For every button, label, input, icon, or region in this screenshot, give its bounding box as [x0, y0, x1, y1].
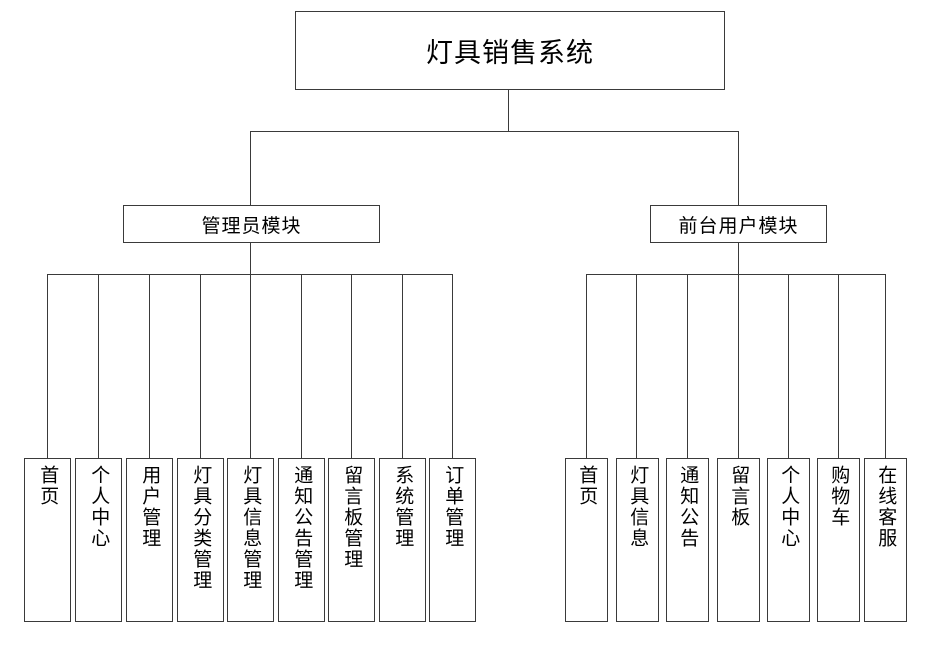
leaf-node-user-message-board-label: 留言板 — [728, 465, 750, 528]
leaf-node-user-online-service-label: 在线客服 — [875, 465, 897, 549]
leaf-node-admin-system-management[interactable]: 系统管理 — [379, 458, 426, 622]
leaf-node-user-home-label: 首页 — [576, 465, 598, 507]
connector-root-stem — [508, 90, 509, 131]
connector-user-drop-1 — [586, 274, 587, 458]
leaf-node-admin-lamp-category-management-label: 灯具分类管理 — [190, 465, 212, 591]
leaf-node-admin-announcement-management-label: 通知公告管理 — [291, 465, 313, 591]
connector-user-drop-2 — [636, 274, 637, 458]
connector-user-drop-6 — [838, 274, 839, 458]
leaf-node-admin-home-label: 首页 — [37, 465, 59, 507]
leaf-node-admin-announcement-management[interactable]: 通知公告管理 — [278, 458, 325, 622]
connector-admin-drop-1 — [47, 274, 48, 458]
leaf-node-admin-home[interactable]: 首页 — [24, 458, 71, 622]
connector-admin-drop-3 — [149, 274, 150, 458]
leaf-node-user-home[interactable]: 首页 — [565, 458, 608, 622]
leaf-node-admin-order-management-label: 订单管理 — [442, 465, 464, 549]
leaf-node-admin-order-management[interactable]: 订单管理 — [429, 458, 476, 622]
leaf-node-user-personal-center-label: 个人中心 — [778, 465, 800, 549]
connector-user-drop-3 — [687, 274, 688, 458]
connector-user-drop-7 — [885, 274, 886, 458]
connector-level1-bus — [250, 131, 739, 132]
leaf-node-admin-user-management-label: 用户管理 — [139, 465, 161, 549]
connector-admin-drop-8 — [402, 274, 403, 458]
leaf-node-user-announcement[interactable]: 通知公告 — [666, 458, 709, 622]
leaf-node-user-online-service[interactable]: 在线客服 — [864, 458, 907, 622]
connector-to-user-module — [738, 131, 739, 205]
connector-user-stem — [738, 243, 739, 274]
connector-admin-drop-7 — [351, 274, 352, 458]
connector-user-drop-5 — [788, 274, 789, 458]
connector-user-leaf-bus — [586, 274, 885, 275]
connector-admin-drop-6 — [301, 274, 302, 458]
leaf-node-admin-personal-center-label: 个人中心 — [88, 465, 110, 549]
leaf-node-user-lamp-info-label: 灯具信息 — [627, 465, 649, 549]
leaf-node-admin-message-board-management-label: 留言板管理 — [341, 465, 363, 570]
leaf-node-user-shopping-cart[interactable]: 购物车 — [817, 458, 860, 622]
leaf-node-user-personal-center[interactable]: 个人中心 — [767, 458, 810, 622]
leaf-node-admin-lamp-category-management[interactable]: 灯具分类管理 — [177, 458, 224, 622]
connector-admin-stem — [250, 243, 251, 274]
leaf-node-admin-message-board-management[interactable]: 留言板管理 — [328, 458, 375, 622]
connector-admin-drop-5 — [250, 274, 251, 458]
module-node-user[interactable]: 前台用户模块 — [650, 205, 827, 243]
leaf-node-user-announcement-label: 通知公告 — [677, 465, 699, 549]
leaf-node-user-message-board[interactable]: 留言板 — [717, 458, 760, 622]
leaf-node-admin-user-management[interactable]: 用户管理 — [126, 458, 173, 622]
root-node-lamp-sales-system[interactable]: 灯具销售系统 — [295, 11, 725, 90]
connector-admin-leaf-bus — [47, 274, 452, 275]
root-node-label: 灯具销售系统 — [426, 38, 594, 68]
connector-admin-drop-2 — [98, 274, 99, 458]
connector-to-admin-module — [250, 131, 251, 205]
leaf-node-admin-system-management-label: 系统管理 — [392, 465, 414, 549]
leaf-node-admin-lamp-info-management-label: 灯具信息管理 — [240, 465, 262, 591]
leaf-node-user-lamp-info[interactable]: 灯具信息 — [616, 458, 659, 622]
leaf-node-admin-personal-center[interactable]: 个人中心 — [75, 458, 122, 622]
module-node-user-label: 前台用户模块 — [678, 215, 799, 237]
connector-admin-drop-9 — [452, 274, 453, 458]
leaf-node-admin-lamp-info-management[interactable]: 灯具信息管理 — [227, 458, 274, 622]
connector-admin-drop-4 — [200, 274, 201, 458]
connector-user-drop-4 — [738, 274, 739, 458]
module-node-admin-label: 管理员模块 — [201, 215, 302, 237]
leaf-node-user-shopping-cart-label: 购物车 — [828, 465, 850, 528]
module-node-admin[interactable]: 管理员模块 — [123, 205, 380, 243]
